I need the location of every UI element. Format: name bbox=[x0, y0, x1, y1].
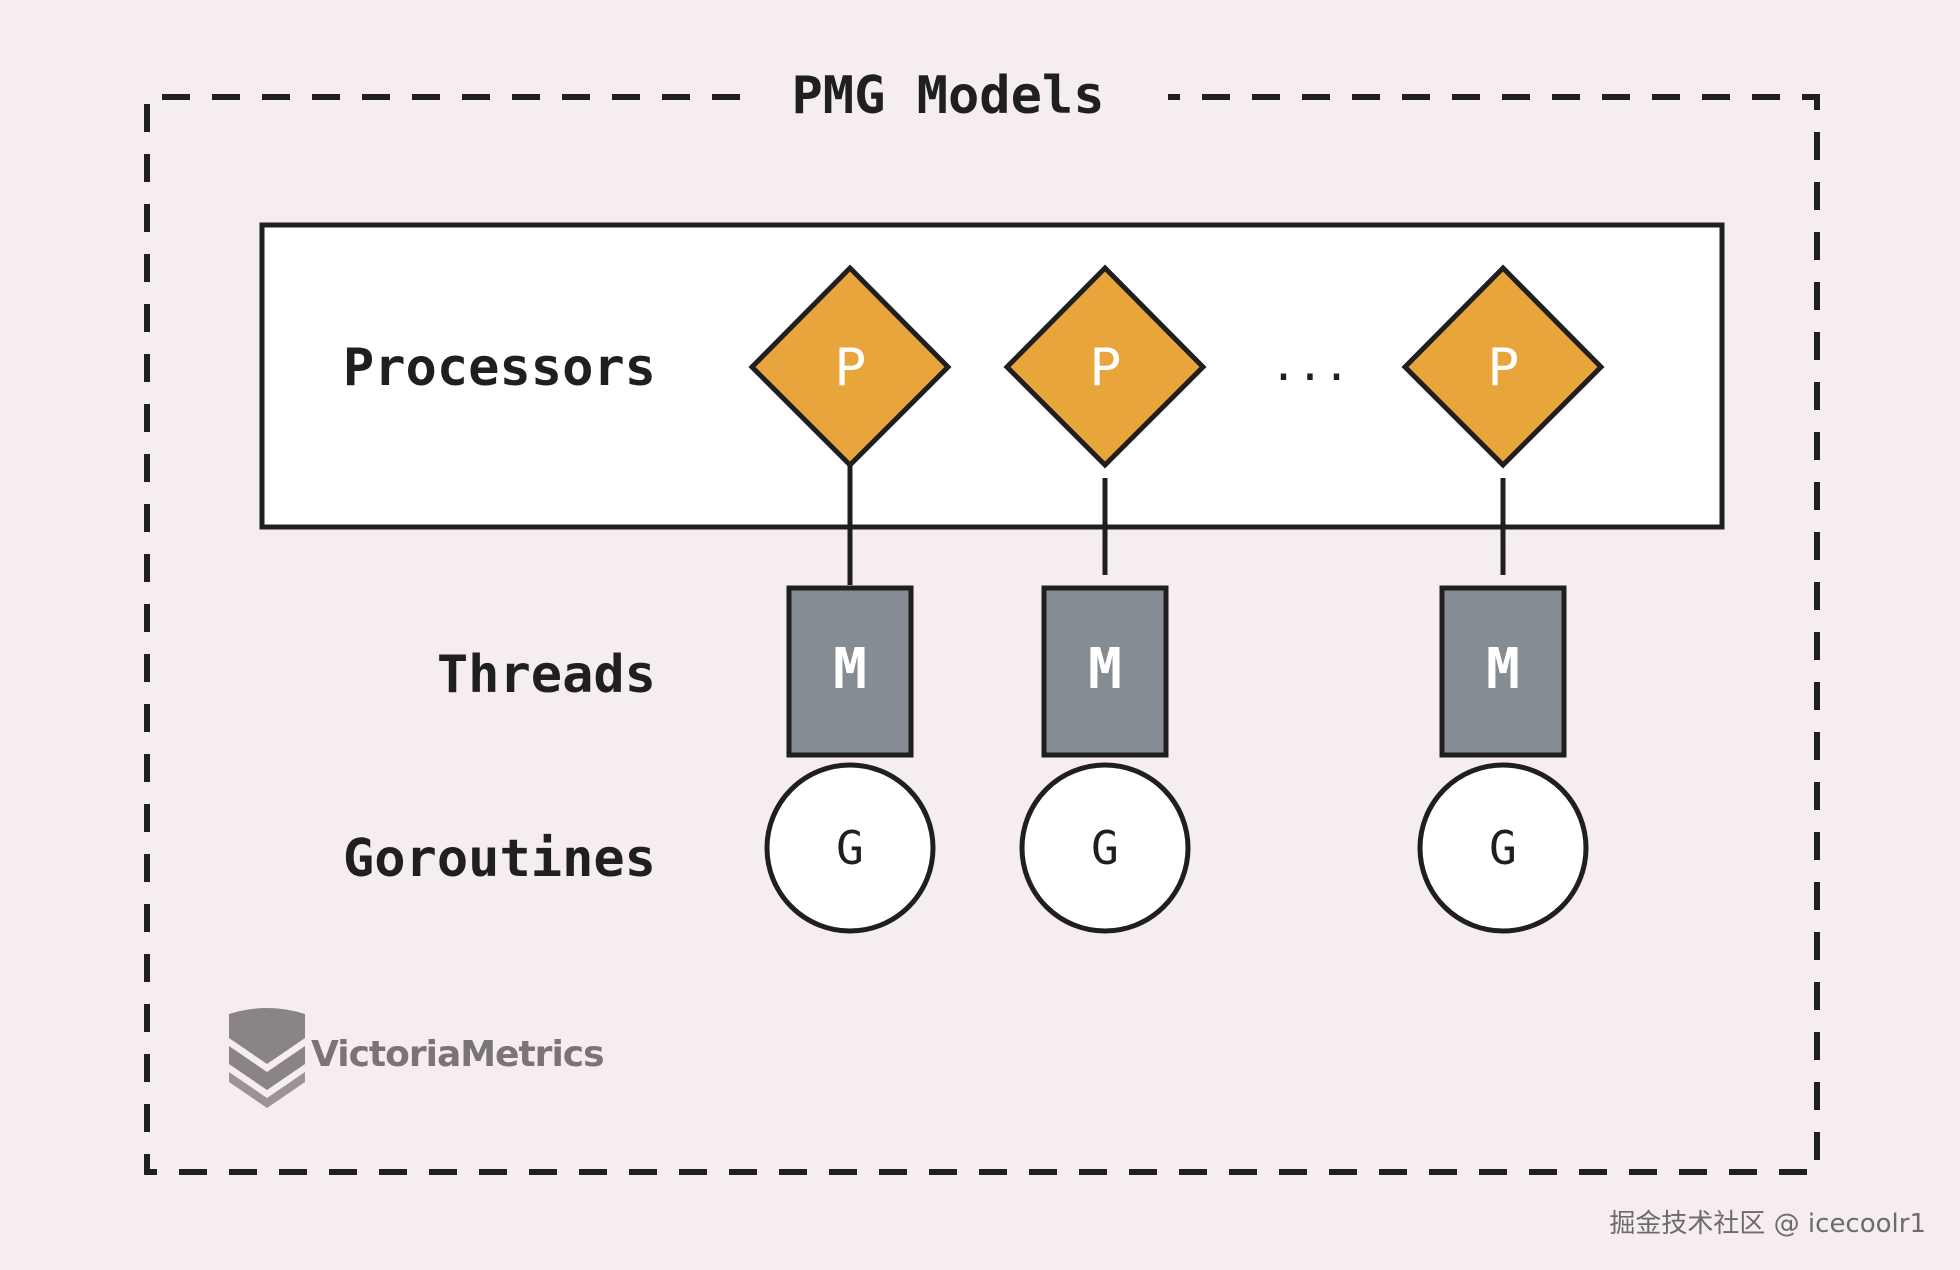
goroutine-circle bbox=[764, 762, 936, 934]
goroutines-label: Goroutines bbox=[343, 829, 656, 889]
thread-box bbox=[786, 585, 914, 758]
processor-label: P bbox=[1487, 338, 1518, 398]
diagram-title: PMG Models bbox=[791, 66, 1104, 126]
goroutine-circle bbox=[1019, 762, 1191, 934]
processor-label: P bbox=[834, 338, 865, 398]
thread-box bbox=[1041, 585, 1169, 758]
processor-label: P bbox=[1089, 338, 1120, 398]
pmg-column: P M G bbox=[1003, 264, 1207, 934]
thread-label: M bbox=[833, 637, 867, 702]
processor-diamond bbox=[748, 264, 952, 469]
thread-box bbox=[1439, 585, 1567, 758]
dashed-border bbox=[144, 94, 1820, 1175]
processors-label: Processors bbox=[343, 338, 656, 398]
goroutine-label: G bbox=[1489, 821, 1517, 875]
victoriametrics-logo: VictoriaMetrics bbox=[229, 1008, 605, 1108]
ellipsis: ... bbox=[1270, 340, 1349, 391]
threads-label: Threads bbox=[437, 645, 656, 705]
logo-chevron-icon bbox=[229, 1008, 305, 1108]
goroutine-label: G bbox=[1091, 821, 1119, 875]
watermark: 掘金技术社区 @ icecoolr1 bbox=[1609, 1209, 1926, 1239]
thread-label: M bbox=[1486, 637, 1520, 702]
pmg-column: P M G bbox=[1401, 264, 1605, 934]
processor-diamond bbox=[1401, 264, 1605, 469]
thread-label: M bbox=[1088, 637, 1122, 702]
logo-text: VictoriaMetrics bbox=[311, 1034, 604, 1075]
pmg-column: P M G bbox=[748, 264, 952, 934]
goroutine-label: G bbox=[836, 821, 864, 875]
processor-diamond bbox=[1003, 264, 1207, 469]
goroutine-circle bbox=[1417, 762, 1589, 934]
outer-frame bbox=[144, 94, 1820, 1175]
